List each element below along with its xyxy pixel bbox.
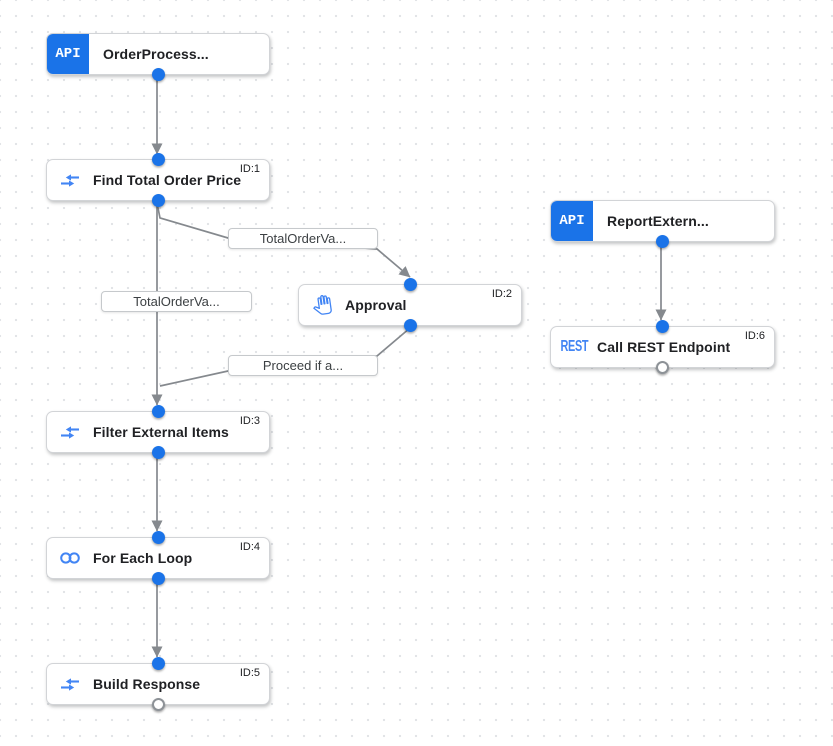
- approval-hand-icon: [313, 295, 332, 315]
- node-filter-external-items[interactable]: Filter External Items ID:3: [46, 405, 270, 459]
- task-id-badge: ID:3: [239, 415, 260, 427]
- bottom-port-open[interactable]: [656, 361, 669, 374]
- top-port-connected[interactable]: [151, 405, 165, 418]
- node-label: ReportExtern...: [607, 213, 709, 229]
- node-label: Approval: [345, 297, 407, 313]
- node-call-rest-endpoint[interactable]: REST Call REST Endpoint ID:6: [550, 320, 775, 374]
- node-label: Build Response: [93, 676, 201, 692]
- for-each-loop-icon: [60, 552, 80, 564]
- node-label: Find Total Order Price: [93, 172, 242, 188]
- top-port-connected[interactable]: [403, 278, 417, 291]
- node-build-response[interactable]: Build Response ID:5: [46, 657, 270, 711]
- bottom-port-connected[interactable]: [151, 68, 165, 81]
- task-id-badge: ID:1: [239, 163, 260, 175]
- node-icon-wrap: [47, 677, 93, 692]
- node-trigger-report-extern[interactable]: API ReportExtern...: [550, 200, 775, 248]
- task-id-badge: ID:4: [239, 541, 260, 553]
- task-id-badge: ID:2: [491, 288, 512, 300]
- node-label: Filter External Items: [93, 424, 229, 440]
- bottom-port-connected[interactable]: [151, 194, 165, 207]
- node-icon-wrap: [47, 425, 93, 440]
- api-trigger-badge: API: [47, 34, 89, 74]
- bottom-port-connected[interactable]: [151, 446, 165, 459]
- node-icon-wrap: [47, 551, 93, 565]
- edge-condition-label-condition-approval-to-filter[interactable]: Proceed if a...: [228, 355, 378, 376]
- task-id-badge: ID:6: [744, 330, 765, 342]
- bottom-port-open[interactable]: [151, 698, 165, 711]
- node-icon-wrap: [299, 295, 345, 315]
- node-label: OrderProcess...: [103, 46, 209, 62]
- rest-endpoint-icon: REST: [560, 338, 588, 355]
- node-approval[interactable]: Approval ID:2: [298, 278, 522, 332]
- top-port-connected[interactable]: [151, 531, 165, 544]
- node-trigger-order-process[interactable]: API OrderProcess...: [46, 33, 270, 81]
- data-mapping-icon: [61, 677, 79, 691]
- node-icon-wrap: REST: [551, 338, 597, 356]
- bottom-port-connected[interactable]: [403, 319, 417, 332]
- top-port-connected[interactable]: [151, 657, 165, 670]
- edge-condition-label-condition-find-to-approval[interactable]: TotalOrderVa...: [228, 228, 378, 249]
- task-id-badge: ID:5: [239, 667, 260, 679]
- node-for-each-loop[interactable]: For Each Loop ID:4: [46, 531, 270, 585]
- edge-condition-label-condition-find-to-filter[interactable]: TotalOrderVa...: [101, 291, 252, 312]
- bottom-port-connected[interactable]: [151, 572, 165, 585]
- node-icon-wrap: [47, 173, 93, 188]
- node-label: For Each Loop: [93, 550, 193, 566]
- data-mapping-icon: [61, 173, 79, 187]
- node-label: Call REST Endpoint: [597, 339, 731, 355]
- top-port-connected[interactable]: [656, 320, 669, 333]
- api-trigger-badge: API: [551, 201, 593, 241]
- bottom-port-connected[interactable]: [656, 235, 669, 248]
- data-mapping-icon: [61, 425, 79, 439]
- top-port-connected[interactable]: [151, 153, 165, 166]
